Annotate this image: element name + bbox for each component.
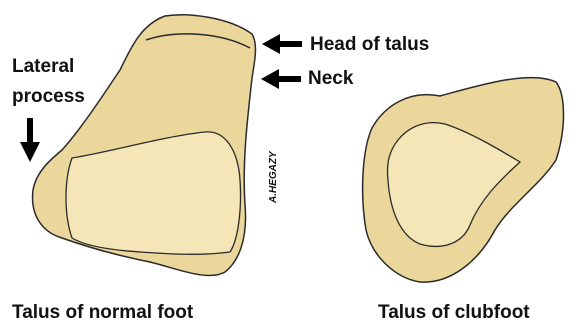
neck-arrow-icon	[261, 69, 301, 89]
normal-foot-caption: Talus of normal foot	[12, 302, 193, 324]
neck-label: Neck	[308, 68, 353, 90]
clubfoot-caption: Talus of clubfoot	[378, 302, 530, 324]
head-of-talus-label: Head of talus	[310, 34, 429, 56]
head-arrow-icon	[262, 34, 302, 54]
lateral-process-arrow-icon	[20, 118, 40, 162]
lateral-process-label-line2: process	[12, 86, 85, 108]
author-signature: A.HEGAZY	[268, 151, 279, 203]
lateral-process-label-line1: Lateral	[12, 56, 74, 78]
